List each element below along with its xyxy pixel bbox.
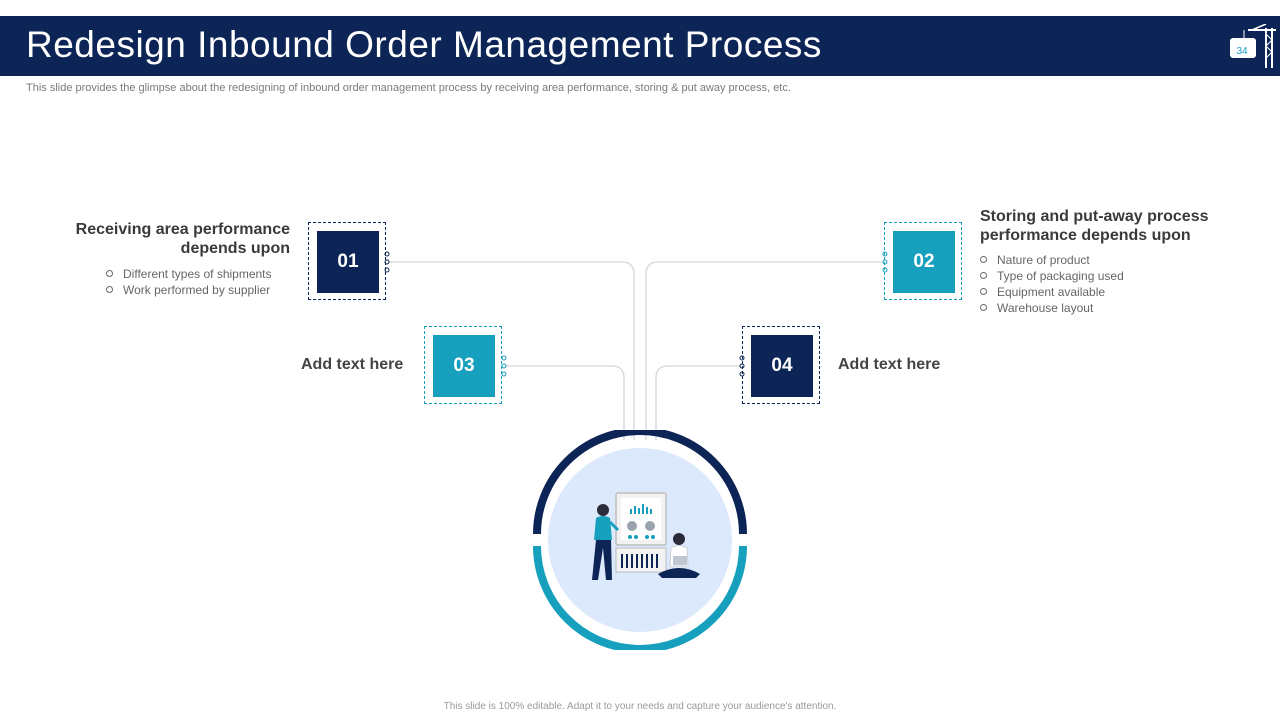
- step-01-bullets: Different types of shipments Work perfor…: [106, 266, 272, 298]
- step-03-badge: 03: [424, 326, 502, 404]
- slide-footer: This slide is 100% editable. Adapt it to…: [443, 701, 837, 712]
- step-01-number: 01: [317, 231, 379, 293]
- crane-icon: [1230, 24, 1276, 68]
- step-04-number: 04: [751, 335, 813, 397]
- list-item: Type of packaging used: [980, 268, 1124, 284]
- step-03-number: 03: [433, 335, 495, 397]
- slide-subtitle: This slide provides the glimpse about th…: [26, 82, 791, 94]
- team-dashboard-illustration: [533, 430, 747, 650]
- step-04-text: Add text here: [838, 356, 941, 373]
- step-03-text: Add text here: [301, 356, 404, 373]
- list-item: Nature of product: [980, 252, 1124, 268]
- list-item: Equipment available: [980, 284, 1124, 300]
- step-01-badge: 01: [308, 222, 386, 300]
- list-item: Warehouse layout: [980, 300, 1124, 316]
- step-01-title: Receiving area performance depends upon: [75, 221, 290, 257]
- list-item: Different types of shipments: [106, 266, 272, 282]
- page-title: Redesign Inbound Order Management Proces…: [26, 24, 822, 65]
- step-04-badge: 04: [742, 326, 820, 404]
- list-item: Work performed by supplier: [106, 282, 272, 298]
- step-02-badge: 02: [884, 222, 962, 300]
- header-bar: Redesign Inbound Order Management Proces…: [0, 16, 1280, 76]
- page-number: 34: [1236, 46, 1248, 57]
- step-02-title: Storing and put-away process performance…: [980, 208, 1209, 244]
- step-02-bullets: Nature of product Type of packaging used…: [980, 252, 1124, 316]
- step-02-number: 02: [893, 231, 955, 293]
